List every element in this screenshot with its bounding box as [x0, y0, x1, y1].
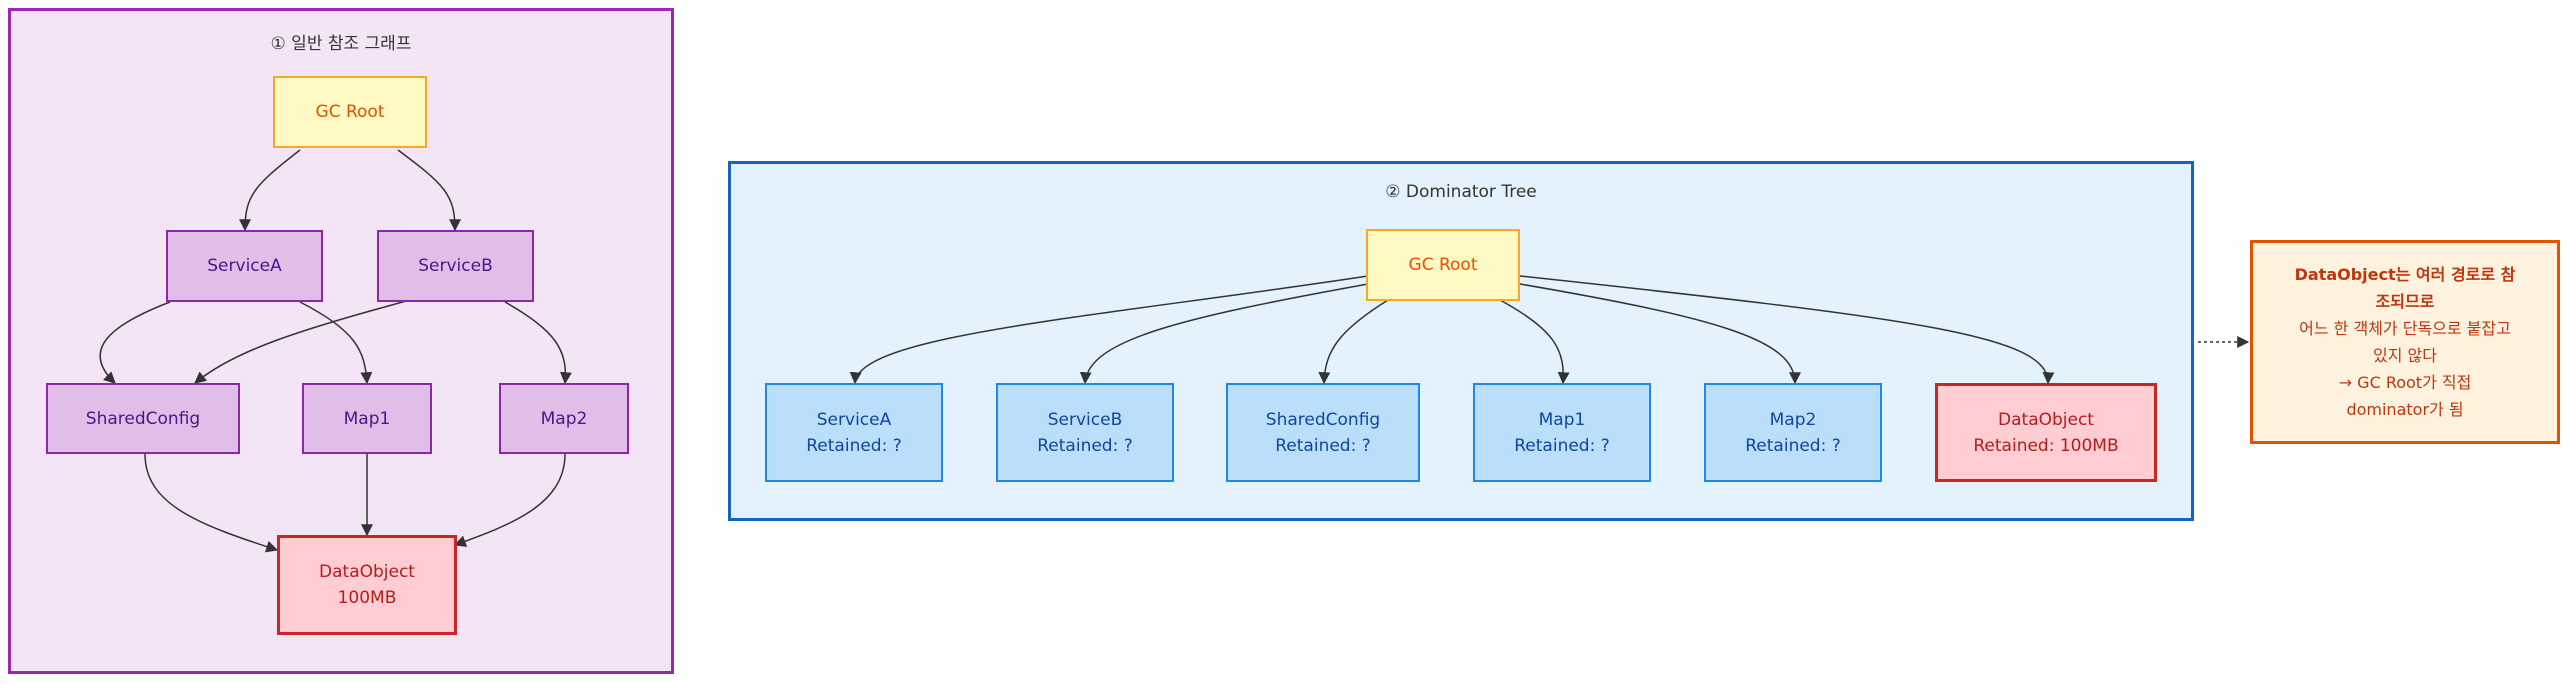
- dominator-map1-node: Map1 Retained: ?: [1473, 383, 1651, 482]
- dominator-servicea-name: ServiceA: [816, 409, 892, 430]
- cluster-title-dominator: ② Dominator Tree: [1385, 182, 1537, 202]
- dominator-serviceb-retained: Retained: ?: [1037, 435, 1133, 456]
- dominator-dataobject-node: DataObject Retained: 100MB: [1935, 383, 2157, 482]
- note-line-2: 어느 한 객체가 단독으로 붙잡고 있지 않다: [2299, 319, 2511, 365]
- general-gc-root-node: GC Root: [273, 76, 427, 148]
- general-map2-node: Map2: [499, 383, 629, 454]
- dominator-map1-retained: Retained: ?: [1514, 435, 1610, 456]
- cluster-title-general: ① 일반 참조 그래프: [270, 34, 412, 54]
- dominator-dataobject-retained: Retained: 100MB: [1973, 435, 2119, 456]
- dominator-map1-name: Map1: [1538, 409, 1586, 430]
- dominator-sharedconfig-name: SharedConfig: [1265, 409, 1381, 430]
- general-sharedconfig-node: SharedConfig: [46, 383, 240, 454]
- general-dataobject-node: DataObject 100MB: [277, 535, 457, 635]
- dominator-map2-name: Map2: [1769, 409, 1817, 430]
- dominator-serviceb-name: ServiceB: [1047, 409, 1123, 430]
- general-map1-node: Map1: [302, 383, 432, 454]
- general-serviceb-label: ServiceB: [418, 256, 493, 276]
- dominator-sharedconfig-retained: Retained: ?: [1275, 435, 1371, 456]
- dominator-sharedconfig-node: SharedConfig Retained: ?: [1226, 383, 1420, 482]
- note-line-3: → GC Root가 직접: [2338, 373, 2472, 392]
- dominator-serviceb-node: ServiceB Retained: ?: [996, 383, 1174, 482]
- general-dataobject-name: DataObject: [319, 562, 415, 582]
- dominator-gc-root-label: GC Root: [1408, 255, 1478, 275]
- general-serviceb-node: ServiceB: [377, 230, 534, 302]
- general-map1-label: Map1: [343, 408, 391, 429]
- dominator-map2-retained: Retained: ?: [1745, 435, 1841, 456]
- dominator-servicea-retained: Retained: ?: [806, 435, 902, 456]
- general-servicea-label: ServiceA: [207, 256, 282, 276]
- general-sharedconfig-label: SharedConfig: [85, 408, 201, 429]
- explanation-note: DataObject는 여러 경로로 참조되므로 어느 한 객체가 단독으로 붙…: [2250, 240, 2560, 444]
- general-gc-root-label: GC Root: [315, 102, 385, 122]
- note-bold-line: DataObject는 여러 경로로 참조되므로: [2294, 265, 2516, 311]
- dominator-map2-node: Map2 Retained: ?: [1704, 383, 1882, 482]
- dominator-servicea-node: ServiceA Retained: ?: [765, 383, 943, 482]
- dominator-gc-root-node: GC Root: [1366, 229, 1520, 301]
- general-map2-label: Map2: [540, 408, 588, 429]
- note-line-4: dominator가 됨: [2346, 400, 2464, 419]
- general-dataobject-size: 100MB: [337, 588, 397, 608]
- dominator-dataobject-name: DataObject: [1998, 409, 2094, 430]
- general-servicea-node: ServiceA: [166, 230, 323, 302]
